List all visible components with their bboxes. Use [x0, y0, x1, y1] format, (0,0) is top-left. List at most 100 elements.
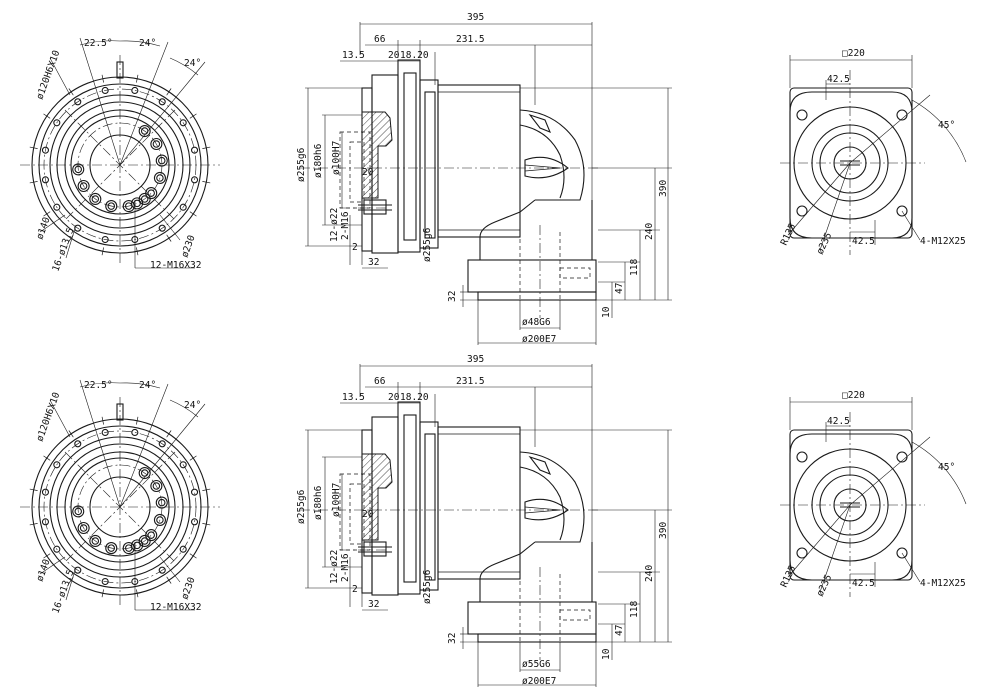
through-hole	[41, 518, 50, 526]
drawing-set-top: 22.5° 24° 24° ø120H6X10 ø140 ø230 16-ø13…	[20, 12, 967, 345]
flange-tick	[189, 211, 197, 217]
dim-231-5-label: 231.5	[456, 34, 485, 45]
radius-label: R135	[779, 564, 799, 589]
threaded-hole	[145, 529, 158, 542]
small-holes-label: 12-ø22	[329, 550, 340, 584]
dim-2-label: 2	[352, 584, 358, 595]
dim-10-label: 10	[601, 306, 612, 318]
pcd-holes-label: ø120H6X10	[34, 391, 62, 443]
dim-18-20-label: 18.20	[400, 392, 429, 403]
through-hole	[53, 545, 61, 553]
motor-flange-view: □220 42.5 45° R135 ø235 42.5 4-M12X25	[779, 48, 967, 256]
dim-231-5-label: 231.5	[456, 376, 485, 387]
through-hole	[41, 488, 50, 496]
flange-tick	[43, 211, 51, 217]
through-hole	[179, 119, 187, 127]
threaded-hole	[145, 187, 158, 200]
dia-255g6-bottom-label: ø255g6	[422, 227, 433, 262]
threaded-hole	[105, 200, 118, 213]
through-hole	[53, 461, 61, 469]
dim-13-5-label: 13.5	[342, 392, 365, 403]
flange-tick	[68, 430, 74, 438]
through-hole	[131, 428, 139, 437]
dim-42-5-top-label: 42.5	[827, 74, 850, 85]
flange-tick	[43, 455, 51, 461]
m16-holes-label: 2-M16	[340, 211, 351, 240]
motor-flange-view: □220 42.5 45° R135 ø235 42.5 4-M12X25	[779, 390, 967, 598]
side-section-view: 395 66 231.5 13.5 20 18.20	[296, 12, 672, 345]
flange-tick	[189, 553, 197, 559]
flange-tick	[189, 113, 197, 119]
flange-tick	[136, 74, 139, 83]
total-length-label: 395	[467, 12, 484, 23]
height-390-label: 390	[658, 180, 669, 197]
angle-45-label: 45°	[938, 462, 955, 473]
dia-255g6-left-label: ø255g6	[296, 147, 307, 182]
bore-label: ø55G6	[522, 659, 551, 670]
through-hole	[101, 428, 109, 437]
outer-dia-label: ø140	[34, 558, 52, 584]
through-hole	[158, 224, 166, 232]
flange-tick	[202, 146, 211, 149]
dim-32-bottom-label: 32	[447, 291, 458, 302]
angle-24-side-label: 24°	[184, 400, 201, 411]
flange-tick	[68, 88, 74, 96]
flange-tick	[166, 88, 172, 96]
threads-label: 12-M16X32	[150, 602, 201, 613]
height-240-label: 240	[644, 223, 655, 240]
dim-20-inner-label: 20	[362, 167, 374, 178]
threaded-hole	[89, 192, 102, 206]
dim-42-5-bottom-label: 42.5	[852, 578, 875, 589]
height-240-label: 240	[644, 565, 655, 582]
flange-tick	[29, 146, 38, 149]
dim-10-label: 10	[601, 648, 612, 660]
flange-tick	[43, 553, 51, 559]
dim-32-bottom-label: 32	[447, 633, 458, 644]
radius-label: R135	[779, 222, 799, 247]
height-390-label: 390	[658, 522, 669, 539]
threaded-hole	[72, 163, 85, 176]
threads-label: 12-M16X32	[150, 260, 201, 271]
dim-32-label: 32	[368, 599, 379, 610]
dim-20-label: 20	[388, 392, 400, 403]
threaded-hole	[153, 513, 166, 527]
flange-front-view: 22.5° 24° 24° ø120H6X10 ø140 ø230 16-ø13…	[20, 37, 220, 273]
threaded-hole	[155, 496, 168, 509]
flange-tick	[136, 416, 139, 425]
bolt-circle-label: ø230	[179, 234, 197, 260]
threaded-hole	[155, 154, 168, 167]
flange-front-view: 22.5° 24° 24° ø120H6X10 ø140 ø230 16-ø13…	[20, 379, 220, 615]
dia-180h6-label: ø180h6	[313, 143, 324, 178]
through-hole	[41, 176, 50, 184]
through-hole	[179, 461, 187, 469]
flange-tick	[43, 113, 51, 119]
pcd-holes-label: ø120H6X10	[34, 49, 62, 101]
threaded-hole	[77, 179, 90, 193]
through-hole	[179, 545, 187, 553]
m16-holes-label: 2-M16	[340, 553, 351, 582]
bore-label: ø48G6	[522, 317, 551, 328]
threaded-hole	[150, 137, 163, 151]
flange-tick	[166, 430, 172, 438]
dim-2-label: 2	[352, 242, 358, 253]
flange-tick	[202, 488, 211, 491]
height-47-label: 47	[614, 625, 625, 636]
dia-235-label: ø235	[815, 231, 835, 256]
dim-42-5-top-label: 42.5	[827, 416, 850, 427]
height-47-label: 47	[614, 283, 625, 294]
flange-tick	[101, 247, 104, 256]
angle-45-label: 45°	[938, 120, 955, 131]
flange-tick	[202, 523, 211, 526]
dim-66-label: 66	[374, 34, 386, 45]
through-hole	[53, 203, 61, 211]
angle-24-label: 24°	[139, 380, 156, 391]
through-hole	[190, 146, 199, 154]
dim-42-5-bottom-label: 42.5	[852, 236, 875, 247]
total-length-label: 395	[467, 354, 484, 365]
flange-tick	[101, 589, 104, 598]
through-hole	[101, 86, 109, 95]
threaded-hole	[72, 505, 85, 518]
dia-255g6-bottom-label: ø255g6	[422, 569, 433, 604]
flange-tick	[202, 181, 211, 184]
